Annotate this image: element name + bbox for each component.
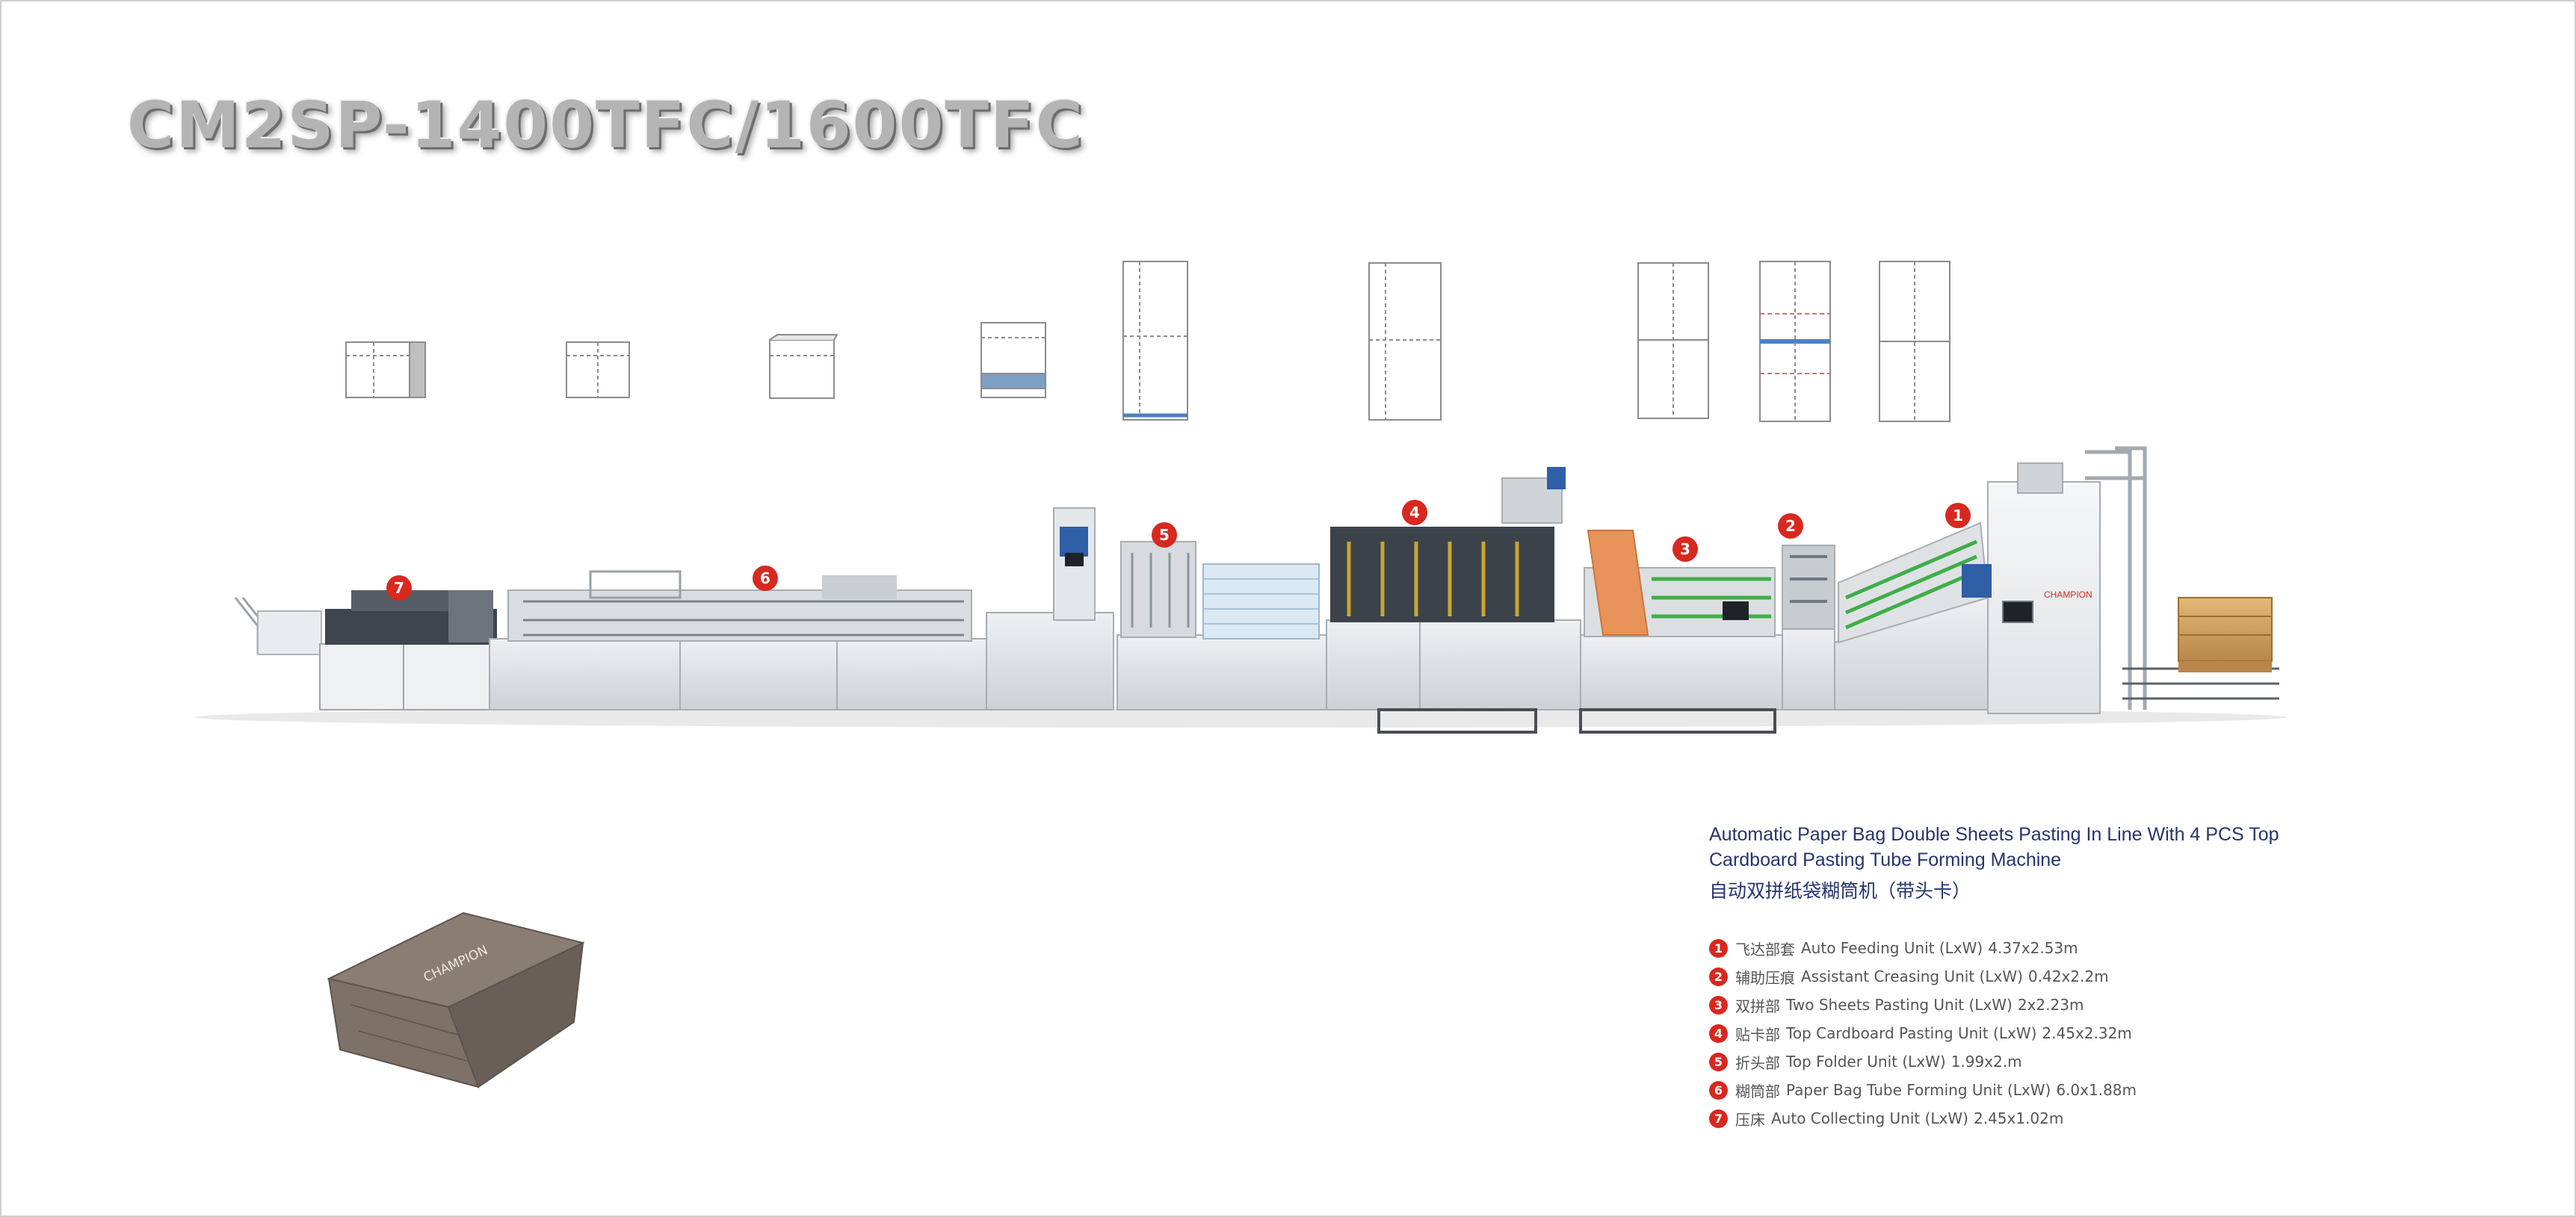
- machine-title-cn: 自动双拼纸袋糊筒机（带头卡）: [1709, 880, 1971, 902]
- unit-size: 2x2.23m: [2017, 996, 2084, 1014]
- machine-title-en-line2: Cardboard Pasting Tube Forming Machine: [1709, 849, 2062, 870]
- svg-text:5: 5: [1159, 526, 1170, 544]
- sheet-diagram: [345, 341, 426, 398]
- machine-title-en: Automatic Paper Bag Double Sheets Pastin…: [1709, 822, 2292, 873]
- unit-marker: 2: [1778, 513, 1803, 539]
- unit-name-cn: 双拼部: [1735, 997, 1780, 1015]
- sheet-diagram: [1122, 261, 1188, 421]
- svg-text:2: 2: [1785, 517, 1796, 535]
- unit-name-en: Auto Feeding Unit (LxW): [1801, 939, 1983, 957]
- unit-name-en: Top Cardboard Pasting Unit (LxW): [1786, 1024, 2037, 1042]
- sheet-diagram: [769, 334, 838, 399]
- svg-text:1: 1: [1953, 507, 1963, 524]
- brand-label: CHAMPION: [2044, 589, 2092, 600]
- unit-number-badge: 6: [1709, 1080, 1728, 1100]
- unit-marker: 3: [1672, 536, 1698, 562]
- svg-text:4: 4: [1409, 504, 1420, 521]
- sheet-diagram: [1879, 261, 1950, 422]
- sheet-diagram: [980, 322, 1046, 398]
- unit-name-en: Paper Bag Tube Forming Unit (LxW): [1786, 1081, 2051, 1099]
- top-cardboard-unit: [1326, 467, 1581, 734]
- auto-feeding-unit: CHAMPION: [1834, 446, 2279, 714]
- assistant-creasing-unit: [1782, 545, 1835, 710]
- unit-number-badge: 7: [1709, 1109, 1728, 1128]
- unit-number-badge: 2: [1709, 967, 1728, 986]
- unit-name-cn: 压床: [1735, 1110, 1765, 1129]
- svg-text:3: 3: [1680, 540, 1690, 558]
- unit-spec-list: 1 飞达部套 Auto Feeding Unit (LxW) 4.37x2.53…: [1709, 934, 2292, 1133]
- unit-marker: 5: [1152, 522, 1177, 548]
- unit-name-cn: 飞达部套: [1735, 940, 1795, 959]
- unit-size: 1.99x2.m: [1950, 1053, 2022, 1071]
- list-item: 2 辅助压痕 Assistant Creasing Unit (LxW) 0.4…: [1709, 962, 2292, 991]
- collecting-unit: [234, 590, 497, 710]
- sheet-flow-diagrams: [345, 261, 1950, 422]
- unit-name-cn: 折头部: [1735, 1053, 1780, 1072]
- unit-name-cn: 贴卡部: [1735, 1025, 1780, 1044]
- production-line: CHAMPION 1: [194, 446, 2287, 734]
- unit-size: 4.37x2.53m: [1988, 939, 2078, 957]
- unit-marker: 6: [753, 566, 778, 591]
- unit-number-badge: 5: [1709, 1052, 1728, 1071]
- top-folder-unit: [1116, 541, 1327, 710]
- unit-name-cn: 糊筒部: [1735, 1082, 1780, 1100]
- unit-number-badge: 4: [1709, 1024, 1728, 1043]
- two-sheets-pasting-unit: [1579, 530, 1783, 734]
- machine-title-en-line1: Automatic Paper Bag Double Sheets Pastin…: [1709, 824, 2279, 845]
- svg-text:6: 6: [760, 569, 770, 587]
- unit-name-en: Assistant Creasing Unit (LxW): [1801, 967, 2023, 985]
- sheet-diagram: [1368, 262, 1442, 421]
- list-item: 7 压床 Auto Collecting Unit (LxW) 2.45x1.0…: [1709, 1104, 2292, 1133]
- unit-marker: 7: [386, 575, 412, 601]
- pallet-stack: [2178, 597, 2273, 672]
- tube-forming-unit: [489, 507, 1114, 710]
- sheet-diagram: [566, 341, 630, 398]
- model-title: CM2SP-1400TFC/1600TFC: [127, 88, 1084, 163]
- spec-panel: Automatic Paper Bag Double Sheets Pastin…: [1709, 822, 2292, 1133]
- unit-marker: 4: [1402, 500, 1427, 525]
- svg-text:7: 7: [394, 579, 404, 597]
- unit-size: 6.0x1.88m: [2056, 1081, 2137, 1099]
- unit-name-en: Two Sheets Pasting Unit (LxW): [1786, 996, 2013, 1014]
- list-item: 6 糊筒部 Paper Bag Tube Forming Unit (LxW) …: [1709, 1076, 2292, 1104]
- unit-name-cn: 辅助压痕: [1735, 968, 1795, 987]
- unit-name-en: Top Folder Unit (LxW): [1786, 1053, 1946, 1071]
- list-item: 1 飞达部套 Auto Feeding Unit (LxW) 4.37x2.53…: [1709, 934, 2292, 962]
- list-item: 3 双拼部 Two Sheets Pasting Unit (LxW) 2x2.…: [1709, 991, 2292, 1019]
- unit-name-en: Auto Collecting Unit (LxW): [1771, 1109, 1968, 1127]
- unit-size: 2.45x2.32m: [2042, 1024, 2132, 1042]
- list-item: 4 贴卡部 Top Cardboard Pasting Unit (LxW) 2…: [1709, 1019, 2292, 1047]
- sheet-diagram: [1759, 261, 1831, 422]
- unit-number-badge: 1: [1709, 938, 1728, 958]
- list-item: 5 折头部 Top Folder Unit (LxW) 1.99x2.m: [1709, 1047, 2292, 1076]
- sheet-diagram: [1637, 262, 1709, 419]
- unit-number-badge: 3: [1709, 995, 1728, 1015]
- paper-bag-illustration: CHAMPION: [327, 911, 585, 1089]
- unit-marker: 1: [1945, 503, 1971, 528]
- unit-size: 2.45x1.02m: [1973, 1109, 2064, 1127]
- unit-size: 0.42x2.2m: [2027, 967, 2109, 985]
